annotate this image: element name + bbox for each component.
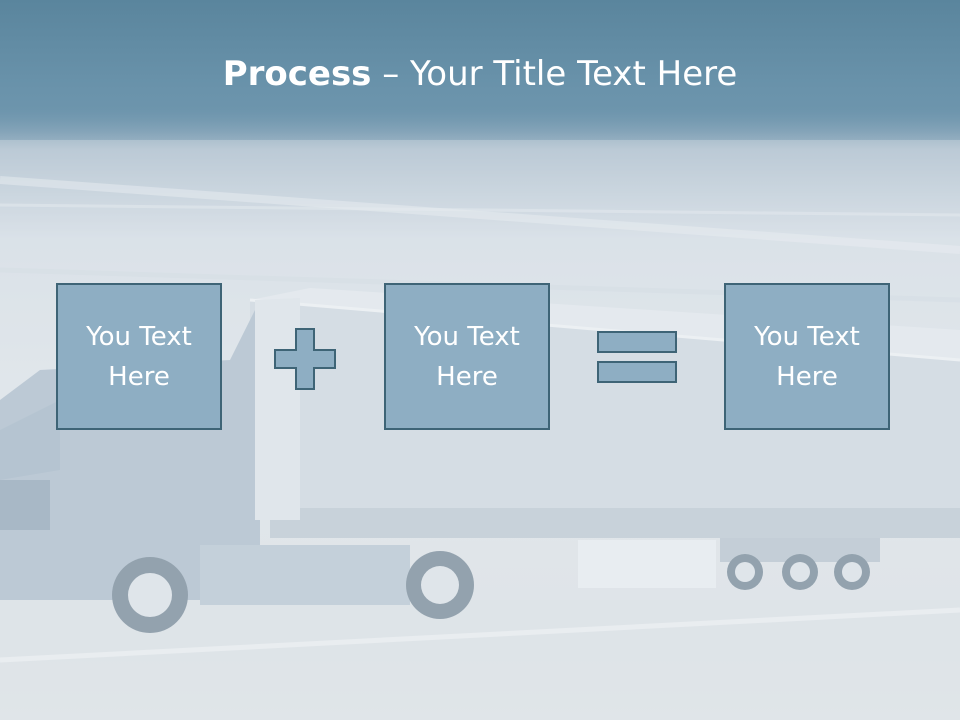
title-bold: Process (222, 54, 372, 94)
header-band (0, 0, 960, 150)
process-box-3[interactable]: You Text Here (724, 283, 890, 430)
equals-icon (597, 331, 677, 383)
title-rest: – Your Title Text Here (371, 54, 738, 94)
process-box-2-text: You Text Here (414, 321, 520, 392)
page-title: Process – Your Title Text Here (0, 52, 960, 96)
process-box-3-text: You Text Here (754, 321, 860, 392)
process-box-1[interactable]: You Text Here (56, 283, 222, 430)
plus-icon (274, 328, 336, 390)
process-box-2[interactable]: You Text Here (384, 283, 550, 430)
process-box-1-text: You Text Here (86, 321, 192, 392)
